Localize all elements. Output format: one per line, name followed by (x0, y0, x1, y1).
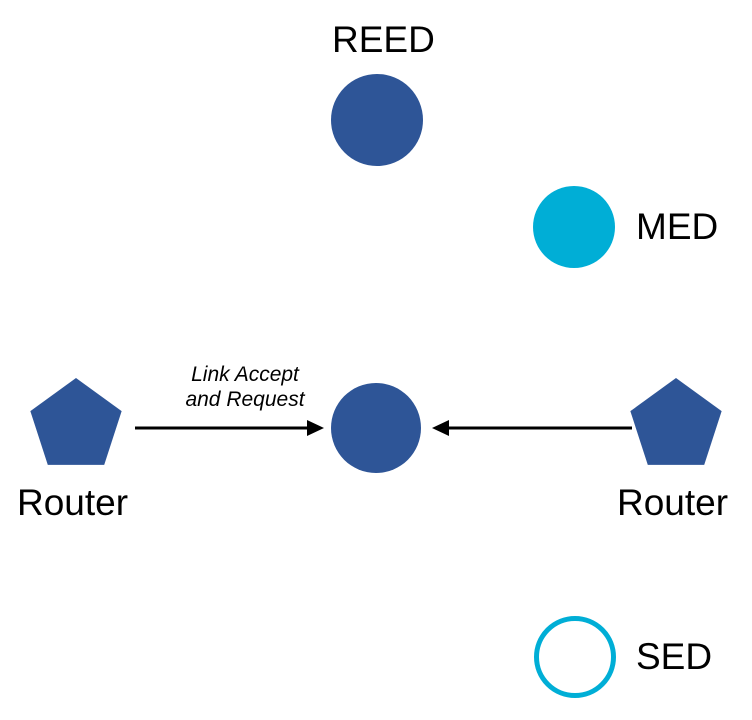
node-shape-reed[interactable] (321, 64, 433, 176)
circle-icon (533, 186, 615, 268)
edge-router-left-to-leader (135, 420, 324, 436)
pentagon-icon (30, 378, 122, 465)
edge-label-router-left-to-leader: Link Accept and Request (185, 363, 305, 411)
pentagon-icon (630, 378, 722, 465)
node-shape-med[interactable] (523, 176, 625, 278)
node-label-sed: SED (636, 636, 713, 677)
node-shape-leader[interactable] (321, 373, 431, 483)
edge-router-right-to-leader (432, 420, 632, 436)
node-label-reed: REED (332, 19, 435, 60)
node-label-med: MED (636, 206, 719, 247)
node-shape-sed[interactable] (524, 606, 626, 708)
node-label-router-right: Router (617, 482, 729, 523)
arrowhead-icon (307, 420, 324, 436)
circle-outline-icon (534, 616, 616, 698)
circle-icon (331, 74, 423, 166)
circle-icon (331, 383, 421, 473)
arrowhead-icon (432, 420, 449, 436)
node-label-router-left: Router (17, 482, 129, 523)
node-shape-router-left[interactable] (18, 368, 134, 484)
node-shape-router-right[interactable] (618, 368, 734, 484)
